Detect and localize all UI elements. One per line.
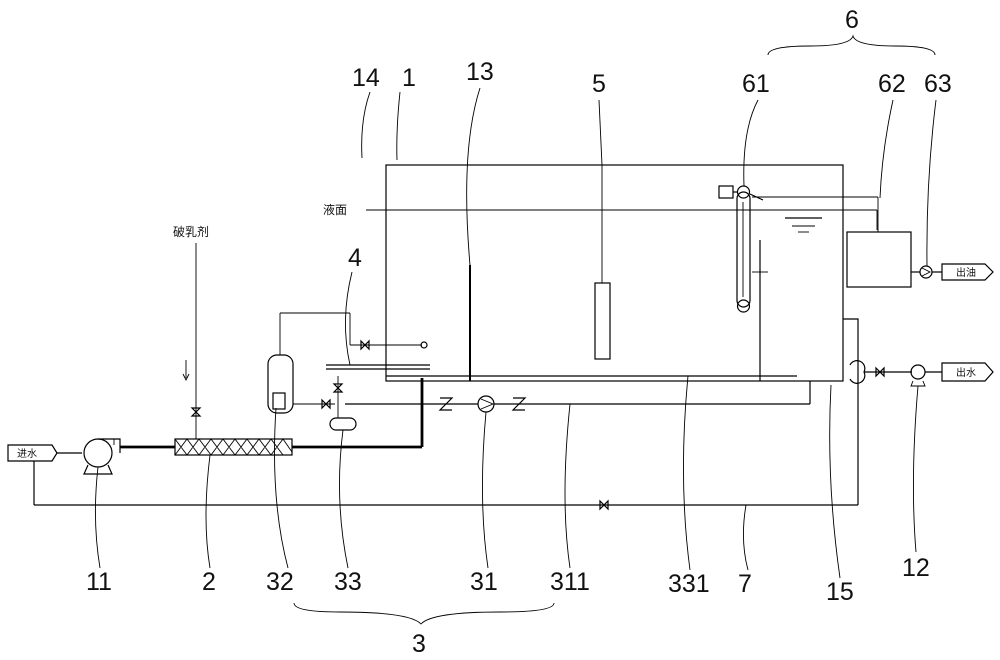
oil-out-tag — [941, 263, 994, 281]
oil-skimmer — [718, 185, 879, 313]
leader-4 — [345, 271, 353, 366]
part-number: 2 — [202, 568, 216, 596]
oil-pump-icon — [919, 265, 933, 279]
dosing-valve-icon — [190, 407, 202, 417]
part-number: 32 — [266, 568, 294, 596]
leader-61 — [743, 99, 759, 187]
bracket-3 — [293, 602, 555, 625]
part-number: 14 — [352, 64, 380, 92]
part-number: 311 — [550, 568, 590, 596]
leader-14 — [361, 91, 371, 159]
check-valve-icon-2 — [511, 397, 527, 411]
part-number: 5 — [592, 70, 606, 98]
oil-collection-tank — [846, 231, 912, 288]
recycle-valve-icon — [360, 339, 370, 351]
dosing-arrowhead — [182, 373, 190, 382]
leader-5 — [598, 99, 603, 166]
liquid-level-label: 液面 — [323, 202, 347, 217]
compressor-valve-icon — [332, 383, 344, 393]
liquid-level-symbol — [785, 217, 822, 233]
leader-331 — [683, 375, 691, 571]
leader-7 — [742, 504, 749, 571]
leader-311 — [564, 403, 571, 569]
level-sensor — [594, 282, 611, 360]
leader-63 — [926, 99, 937, 267]
outlet-pump-icon — [910, 364, 926, 387]
outlet-box — [843, 318, 866, 505]
part-number: 33 — [334, 568, 362, 596]
water-in-label: 进水 — [17, 448, 37, 460]
part-number: 1 — [402, 64, 416, 92]
leader-12 — [912, 385, 919, 553]
check-valve-icon — [438, 397, 454, 411]
vessel-inner — [272, 392, 286, 410]
part-number: 4 — [348, 244, 362, 272]
main-tank — [385, 164, 844, 382]
bracket-6 — [767, 34, 936, 56]
leader-15 — [829, 384, 841, 579]
recycle-pump-icon — [477, 395, 495, 413]
part-number: 331 — [668, 570, 710, 598]
leader-1 — [396, 91, 401, 161]
leader-32 — [274, 407, 289, 569]
bypass-valve-icon — [599, 499, 609, 511]
dissolved-air-vessel — [267, 354, 294, 414]
part-number: 62 — [878, 70, 906, 98]
part-number: 12 — [902, 554, 930, 582]
leader-11 — [94, 466, 101, 569]
oil-out-label: 出油 — [956, 266, 976, 279]
air-valve-icon — [321, 398, 331, 410]
water-in-tag — [7, 444, 58, 462]
part-number: 11 — [86, 568, 112, 596]
part-number: 13 — [466, 58, 494, 86]
part-number: 31 — [470, 568, 498, 596]
part-number: 7 — [738, 570, 752, 598]
outlet-valve-icon — [875, 366, 885, 378]
feed-pump-icon — [83, 438, 130, 475]
leader-62 — [879, 99, 894, 199]
demulsifier-label: 破乳剂 — [173, 224, 209, 239]
part-number: 6 — [845, 6, 859, 34]
leader-33 — [339, 429, 349, 569]
part-number: 15 — [826, 578, 854, 606]
part-number: 3 — [412, 630, 426, 658]
air-compressor — [329, 417, 357, 431]
part-number: 61 — [742, 70, 770, 98]
part-number: 63 — [924, 70, 952, 98]
leader-31 — [481, 411, 489, 569]
water-out-label: 出水 — [956, 366, 976, 379]
release-nozzle — [420, 341, 428, 349]
leader-13 — [466, 87, 481, 266]
leader-2 — [205, 454, 211, 569]
water-out-tag — [941, 362, 994, 382]
